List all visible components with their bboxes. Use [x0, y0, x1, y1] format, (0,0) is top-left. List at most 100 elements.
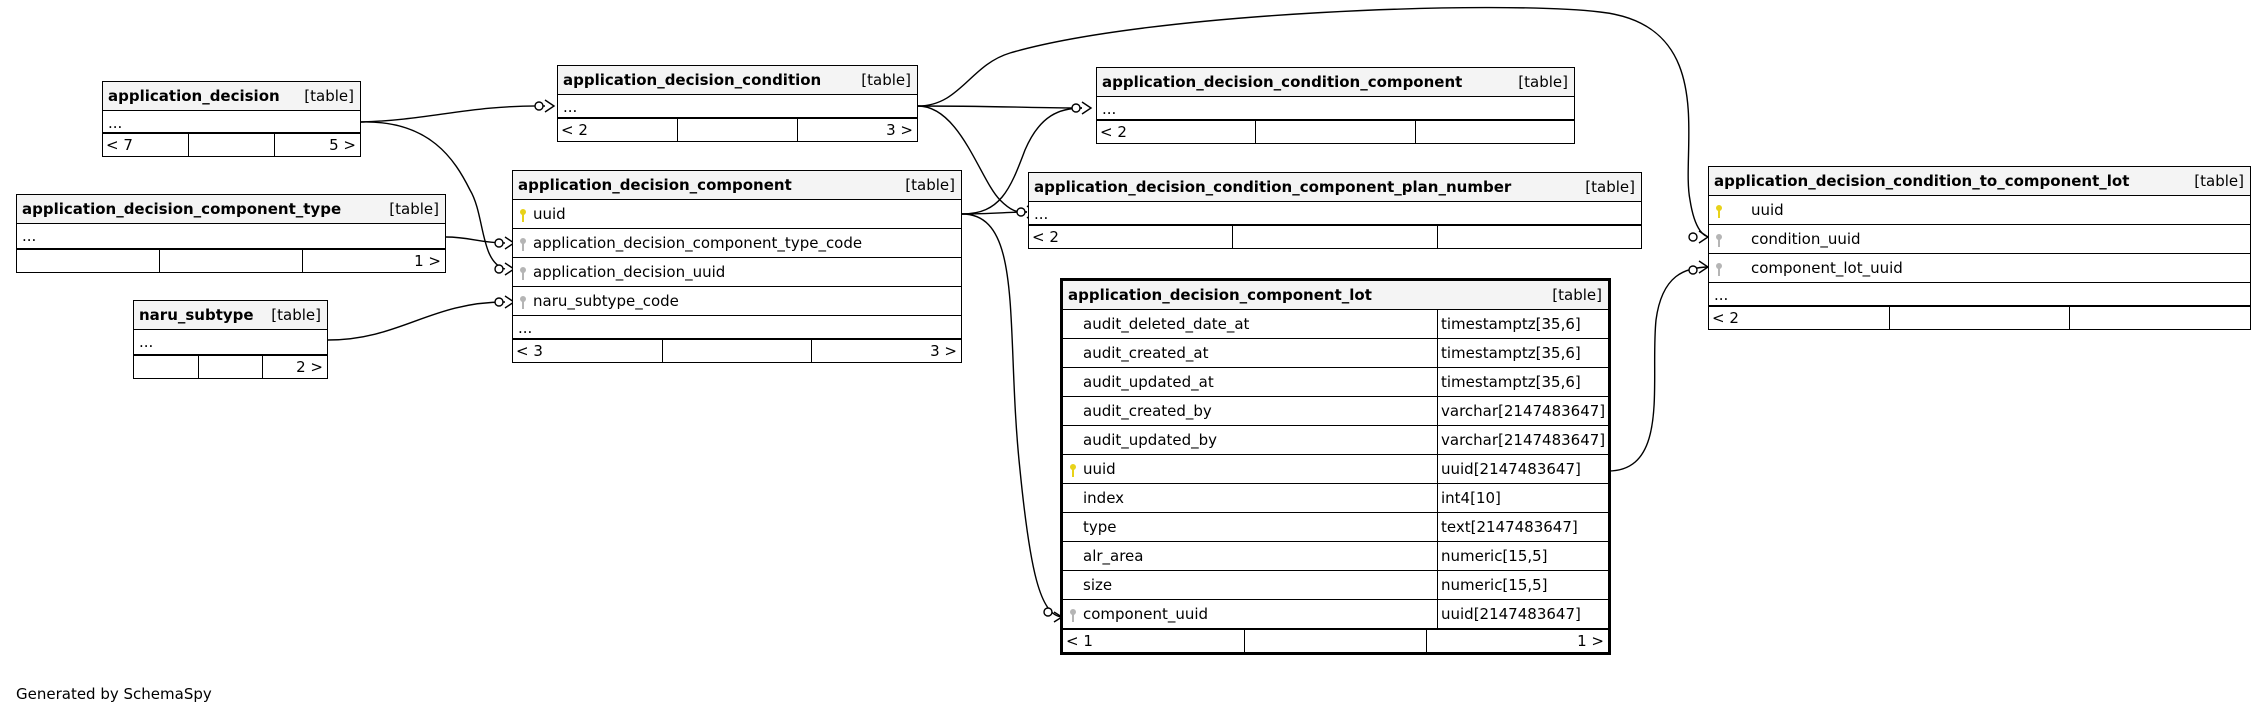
table-application-decision[interactable]: application_decision [table] ... < 7 5 > — [102, 81, 361, 157]
children-count[interactable]: 2 > — [296, 358, 324, 376]
table-kind: [table] — [271, 306, 321, 324]
column-name: size — [1083, 576, 1113, 594]
table-application-decision-condition-component-plan-number[interactable]: application_decision_condition_component… — [1028, 172, 1642, 249]
column-name: component_lot_uuid — [1751, 259, 1903, 277]
parents-count[interactable]: < 2 — [1100, 123, 1127, 141]
table-name: application_decision_component — [518, 176, 792, 194]
foreign-key-icon — [1716, 263, 1722, 276]
column-row[interactable]: uuid — [513, 200, 961, 229]
children-count[interactable]: 1 > — [414, 252, 441, 270]
table-name: application_decision — [108, 87, 280, 105]
column-name: naru_subtype_code — [533, 292, 679, 310]
table-header: application_decision [table] — [103, 82, 360, 111]
column-row[interactable]: index int4[10] — [1063, 484, 1608, 513]
column-name: application_decision_uuid — [533, 263, 726, 281]
column-row[interactable]: uuid uuid[2147483647] — [1063, 455, 1608, 484]
ellipsis: ... — [563, 98, 578, 116]
table-header: application_decision_component_type [tab… — [17, 195, 445, 224]
column-name: type — [1083, 518, 1117, 536]
column-row[interactable]: condition_uuid — [1709, 225, 2250, 254]
table-kind: [table] — [1518, 73, 1568, 91]
column-type: varchar[2147483647] — [1437, 397, 1608, 425]
column-row[interactable]: naru_subtype_code — [513, 287, 961, 316]
table-header: application_decision_condition_to_compon… — [1709, 167, 2250, 196]
column-name: uuid — [1083, 460, 1116, 478]
table-header: naru_subtype [table] — [134, 301, 327, 330]
parents-count[interactable]: < 3 — [516, 342, 543, 360]
column-type: timestamptz[35,6] — [1437, 368, 1608, 396]
table-application-decision-condition-to-component-lot[interactable]: application_decision_condition_to_compon… — [1708, 166, 2251, 330]
table-kind: [table] — [861, 71, 911, 89]
column-name: uuid — [533, 205, 566, 223]
table-header: application_decision_condition_component… — [1097, 68, 1574, 97]
foreign-key-icon — [1716, 234, 1722, 247]
table-header: application_decision_condition [table] — [558, 66, 917, 95]
table-application-decision-component-lot[interactable]: application_decision_component_lot [tabl… — [1060, 278, 1611, 655]
parents-count[interactable]: < 2 — [561, 121, 588, 139]
column-row[interactable]: audit_updated_at timestamptz[35,6] — [1063, 368, 1608, 397]
table-name: application_decision_condition — [563, 71, 822, 89]
table-application-decision-condition[interactable]: application_decision_condition [table] .… — [557, 65, 918, 142]
parents-count[interactable]: < 2 — [1032, 228, 1059, 246]
children-count[interactable]: 3 > — [886, 121, 913, 139]
edge-decision-to-condition — [360, 105, 546, 123]
table-application-decision-component-type[interactable]: application_decision_component_type [tab… — [16, 194, 446, 273]
more-columns-row: ... — [17, 224, 445, 249]
ellipsis: ... — [1714, 286, 1729, 304]
table-name: application_decision_condition_component… — [1034, 178, 1512, 196]
column-row[interactable]: type text[2147483647] — [1063, 513, 1608, 542]
table-kind: [table] — [1552, 286, 1602, 304]
children-count[interactable]: 5 > — [329, 136, 356, 154]
table-name: application_decision_component_lot — [1068, 286, 1372, 304]
table-footer: < 2 — [1029, 225, 1641, 248]
column-type: varchar[2147483647] — [1437, 426, 1608, 454]
column-type: uuid[2147483647] — [1437, 600, 1608, 628]
table-application-decision-component[interactable]: application_decision_component [table] u… — [512, 170, 962, 363]
column-name: alr_area — [1083, 547, 1144, 565]
ellipsis: ... — [518, 319, 533, 337]
edge-component-to-lot — [961, 213, 1063, 618]
ellipsis: ... — [108, 114, 123, 132]
column-row[interactable]: audit_deleted_date_at timestamptz[35,6] — [1063, 310, 1608, 339]
column-type: int4[10] — [1437, 484, 1608, 512]
column-name: index — [1083, 489, 1125, 507]
column-row[interactable]: component_lot_uuid — [1709, 254, 2250, 283]
column-type: timestamptz[35,6] — [1437, 310, 1608, 338]
column-row[interactable]: audit_created_by varchar[2147483647] — [1063, 397, 1608, 426]
column-name: audit_deleted_date_at — [1083, 315, 1250, 333]
ellipsis: ... — [22, 227, 37, 245]
primary-key-icon — [1070, 464, 1076, 477]
column-row[interactable]: audit_created_at timestamptz[35,6] — [1063, 339, 1608, 368]
more-columns-row: ... — [558, 95, 917, 118]
foreign-key-icon — [520, 267, 526, 280]
column-row[interactable]: application_decision_uuid — [513, 258, 961, 287]
parents-count[interactable]: < 1 — [1066, 632, 1093, 650]
edge-condition-to-cond-component — [917, 105, 1083, 109]
table-header: application_decision_component_lot [tabl… — [1063, 281, 1608, 310]
table-header: application_decision_component [table] — [513, 171, 961, 200]
table-footer: < 7 5 > — [103, 133, 360, 156]
table-footer: < 2 — [1709, 306, 2250, 329]
column-type: numeric[15,5] — [1437, 542, 1608, 570]
column-row[interactable]: size numeric[15,5] — [1063, 571, 1608, 600]
parents-count[interactable]: < 2 — [1712, 309, 1739, 327]
column-name: uuid — [1751, 201, 1784, 219]
table-naru-subtype[interactable]: naru_subtype [table] ... 2 > — [133, 300, 328, 379]
ellipsis: ... — [139, 333, 154, 351]
table-application-decision-condition-component[interactable]: application_decision_condition_component… — [1096, 67, 1575, 144]
column-row[interactable]: application_decision_component_type_code — [513, 229, 961, 258]
column-row[interactable]: audit_updated_by varchar[2147483647] — [1063, 426, 1608, 455]
column-row[interactable]: alr_area numeric[15,5] — [1063, 542, 1608, 571]
table-kind: [table] — [1585, 178, 1635, 196]
column-type: numeric[15,5] — [1437, 571, 1608, 599]
foreign-key-icon — [520, 296, 526, 309]
table-name: naru_subtype — [139, 306, 254, 324]
column-name: application_decision_component_type_code — [533, 234, 863, 252]
parents-count[interactable]: < 7 — [106, 136, 133, 154]
column-row[interactable]: uuid — [1709, 196, 2250, 225]
children-count[interactable]: 3 > — [930, 342, 958, 360]
column-row[interactable]: component_uuid uuid[2147483647] — [1063, 600, 1608, 629]
children-count[interactable]: 1 > — [1577, 632, 1604, 650]
table-footer: < 2 — [1097, 120, 1574, 143]
